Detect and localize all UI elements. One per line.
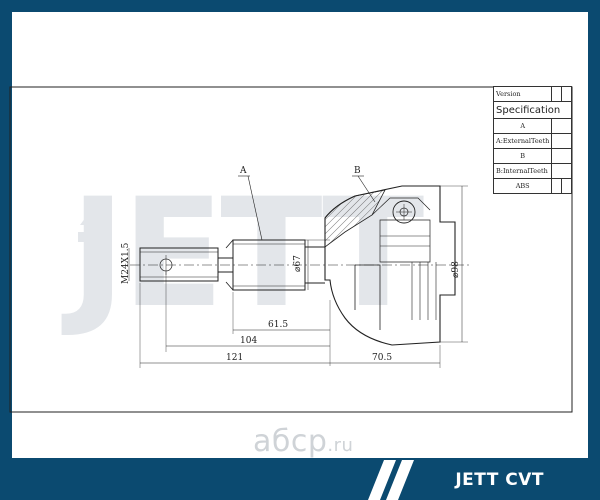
thread-stub <box>139 247 219 282</box>
dim-70-5: 70.5 <box>372 353 392 363</box>
brand-label: JETT CVT <box>455 470 544 490</box>
spec-row-a-external: A:ExternalTeeth <box>492 133 553 149</box>
dim-dia-98: ⌀98 <box>451 261 461 278</box>
spec-row-a: A <box>492 118 553 134</box>
spec-row-abs: ABS <box>492 178 553 194</box>
dim-thread: M24X1.5 <box>121 242 131 284</box>
housing-section <box>324 189 386 248</box>
callout-b: B <box>354 166 361 176</box>
callout-a: A <box>239 166 247 176</box>
spec-table: Version Specification A A:ExternalTeeth … <box>492 86 572 194</box>
spec-row-b: B <box>492 148 553 164</box>
footer-stripes <box>368 460 414 500</box>
drawing-frame <box>9 86 573 413</box>
dim-104: 104 <box>240 336 257 346</box>
spec-row-b-internal: B:InternalTeeth <box>492 163 553 179</box>
bg-watermark-emblem <box>78 205 112 242</box>
site-watermark-tld: .ru <box>327 435 354 456</box>
site-watermark-name: абср <box>253 424 328 459</box>
ball <box>392 200 416 224</box>
dim-61-5: 61.5 <box>268 320 288 330</box>
dim-121: 121 <box>226 353 243 363</box>
footer-bar <box>0 458 600 500</box>
dim-dia-67: ⌀67 <box>293 255 303 272</box>
spec-version-label: Version <box>492 86 553 102</box>
site-watermark: абср.ru <box>253 424 353 459</box>
inner-race <box>379 219 431 263</box>
spec-specification-label: Specification <box>493 101 572 119</box>
